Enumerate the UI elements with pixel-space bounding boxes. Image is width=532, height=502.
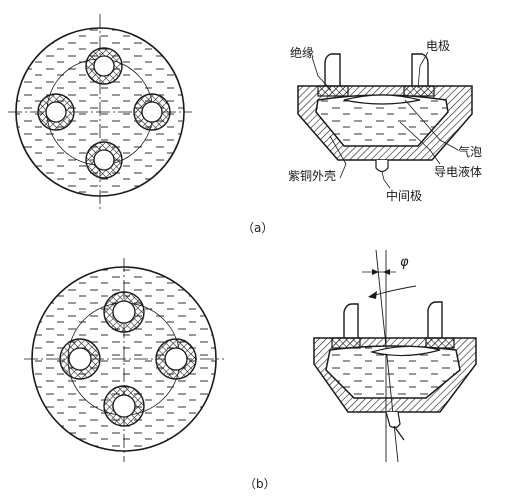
leader-electrode-a [417,51,429,89]
leader-insulation-a [311,56,332,91]
liquid-fill-a [316,95,448,146]
label-insulation: 绝缘 [290,45,314,60]
electrode-top-a [85,47,123,85]
angle-arrowhead-left-b [372,269,379,275]
label-copper-shell: 紫铜外壳 [288,168,336,183]
middle-electrode-a [375,160,389,173]
caption-a: （a） [242,221,273,235]
insulator-left-a [317,85,349,97]
figure-b-top-view [24,258,224,462]
electrode-bottom-a [85,141,123,179]
electrode-wire-right-b [427,301,443,338]
middle-electrode-b [385,411,401,429]
figure-b: φ （b） [24,249,477,491]
electrode-right-a [133,93,171,131]
tilt-arrowhead-b [368,291,377,299]
leader-liquid-a [399,121,441,165]
label-bubble: 气泡 [458,144,482,159]
middle-electrode-wire-b [393,425,405,441]
label-electrode: 电极 [426,39,450,53]
angle-phi-label: φ [400,255,409,270]
electrode-left-b [59,338,101,380]
tilt-arrow-b [371,285,417,297]
label-conductive-liquid: 导电液体 [434,164,482,179]
electrode-right-b [155,338,197,380]
bubble-b [369,345,441,357]
leader-shell-a [329,135,347,179]
electrode-wire-right-a [411,53,429,86]
electrode-left-a [37,93,75,131]
label-middle-electrode: 中间极 [386,188,422,203]
angle-arrowhead-right-b [383,269,390,275]
figure-a-section-view: 绝缘 电极 气泡 导电液体 紫铜外壳 中间极 [288,39,482,203]
figure-a-top-view [8,14,192,210]
insulator-left-b [331,337,361,349]
figure-a: 绝缘 电极 气泡 导电液体 紫铜外壳 中间极 （a） [8,14,482,235]
insulator-right-a [403,85,435,97]
electrode-wire-left-b [343,303,359,338]
leader-bubble-a [404,99,459,151]
liquid-fill-b [326,346,460,398]
electrode-wire-left-a [324,53,341,86]
electrode-bottom-b [103,385,145,427]
electrode-top-b [103,291,145,333]
insulator-right-b [425,337,455,349]
figure-b-section-view: φ [313,249,477,463]
leader-middle-a [381,171,391,189]
bubble-a [343,94,421,105]
caption-b: （b） [244,477,276,491]
